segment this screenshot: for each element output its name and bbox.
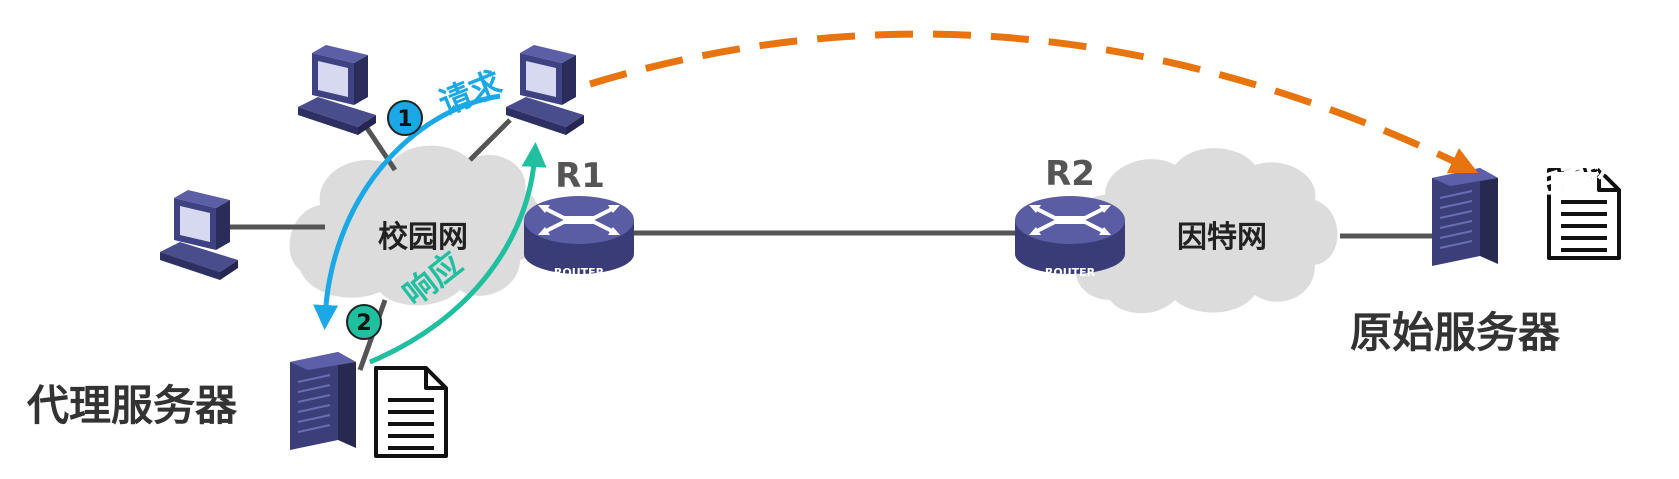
campus-cloud-icon <box>289 145 542 306</box>
proxy-server-icon <box>289 351 357 451</box>
router-r1-icon <box>522 194 636 276</box>
proxy-document-icon <box>374 366 448 458</box>
origin-server-label: 原始服务器 <box>1350 308 1561 357</box>
internet-label: 因特网 <box>1177 220 1267 255</box>
direct-fetch-arrow <box>588 30 1479 174</box>
router-r1-label-text: ROUTER <box>554 266 605 279</box>
client-pc-left-icon <box>160 190 238 280</box>
internet-cloud-icon <box>1072 148 1338 314</box>
request-arrow <box>313 93 501 330</box>
client-pc-top-icon <box>298 45 376 135</box>
request-label: 请求 <box>434 63 508 122</box>
origin-server-icon <box>1431 167 1499 267</box>
step-2-number: 2 <box>356 311 371 336</box>
proxy-server-label: 代理服务器 <box>26 381 238 430</box>
router-r2-name: R2 <box>1045 154 1095 194</box>
router-r2-icon <box>1013 194 1127 276</box>
router-r2-label-text: ROUTER <box>1045 266 1096 279</box>
step-1-number: 1 <box>397 107 412 132</box>
client-pc-requesting-icon <box>506 45 584 135</box>
router-r1-name: R1 <box>555 156 605 196</box>
response-arrow <box>369 142 547 365</box>
step-1-badge: 1 <box>387 100 423 136</box>
campus-network-label: 校园网 <box>378 220 468 255</box>
step-2-badge: 2 <box>346 304 382 340</box>
